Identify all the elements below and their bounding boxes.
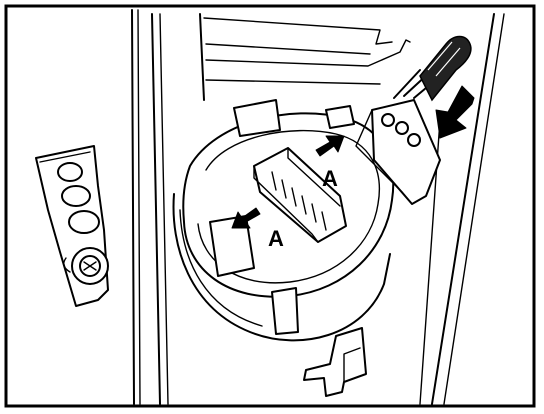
- left-door-panel: [131, 9, 141, 405]
- callout-upper: A: [322, 166, 338, 191]
- body-structure: [151, 13, 505, 405]
- connector-pins: [271, 171, 327, 231]
- callout-lower: A: [268, 226, 284, 251]
- arrow-lower-left-icon: [231, 207, 261, 229]
- figure-frame: [4, 4, 536, 408]
- arrow-upper-right-icon: [315, 135, 345, 157]
- latch-plate: [35, 145, 109, 307]
- pump-housing: [172, 99, 395, 342]
- harness-plug: [355, 69, 441, 205]
- arrow-press-down-icon: [435, 85, 475, 139]
- rear-bracket: [199, 13, 411, 101]
- lower-clip: [303, 327, 367, 397]
- central-connector: [253, 147, 347, 243]
- wire-loom: [419, 35, 472, 102]
